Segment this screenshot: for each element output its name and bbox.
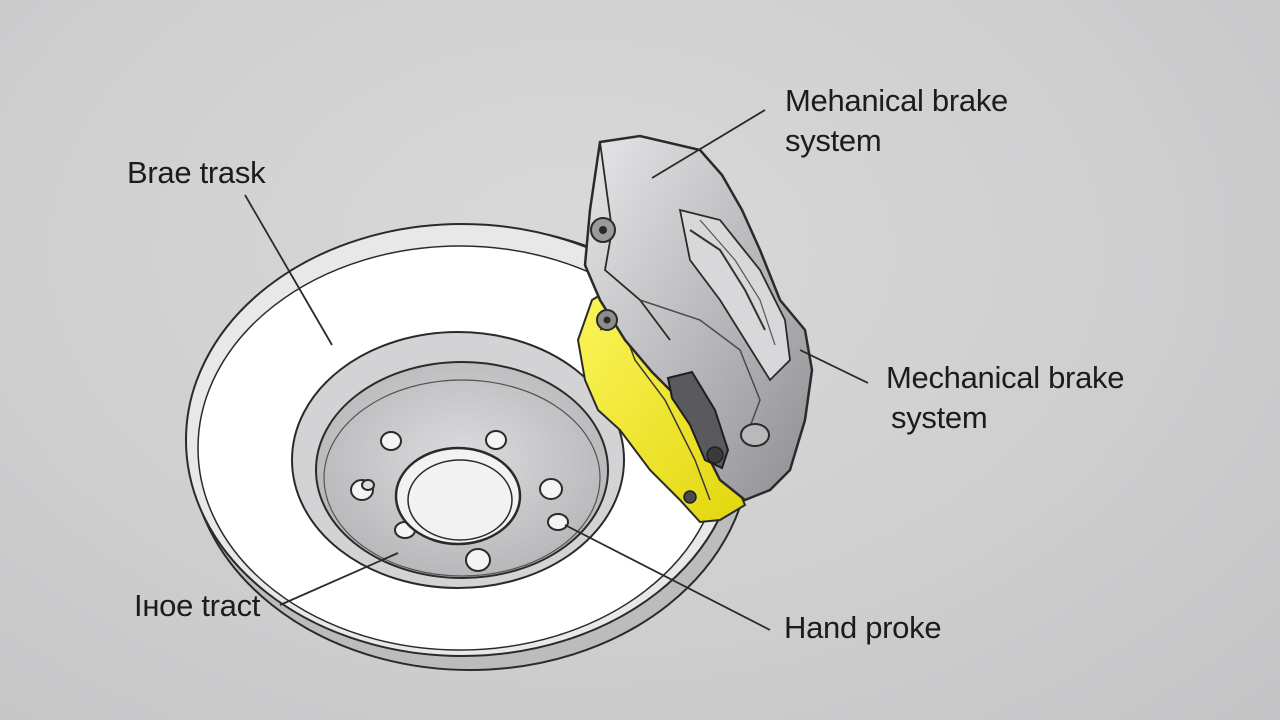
label-brake-track: Brae trask [127, 153, 266, 193]
caliper-bolt-center [599, 226, 607, 234]
leader-line-hand-brake [564, 524, 771, 631]
brake-pad [666, 370, 730, 470]
window-detail [689, 229, 766, 331]
leader-line-mid-right [799, 349, 869, 384]
lug-stud [465, 548, 491, 572]
caliper-bolt-center [603, 316, 611, 324]
leader-line-top-right [651, 109, 766, 179]
lug-stud [380, 431, 402, 451]
label-text: Hand proke [784, 610, 942, 645]
brake-caliper [576, 134, 814, 524]
label-text: Iнoe tract [134, 588, 261, 623]
brake-disc [185, 223, 751, 671]
leader-line-hoe-tract [279, 552, 399, 606]
label-hand-brake: Hand proke [784, 608, 942, 648]
lug-studs [350, 430, 569, 572]
label-line-1: Mechanical brake [886, 360, 1125, 395]
label-hoe-tract: Iнoe tract [134, 586, 260, 626]
label-line-1: Mehanical brake [785, 83, 1008, 118]
pad-pin [683, 490, 697, 504]
lug-stud [485, 430, 507, 450]
center-bore-inner [407, 459, 513, 541]
caliper-window [678, 208, 791, 382]
lug-stud [547, 513, 569, 531]
hub-step [323, 379, 601, 577]
label-mid-right-brake-system: Mechanical brake system [886, 358, 1124, 438]
pad-pin [706, 446, 724, 464]
window-detail [699, 219, 776, 346]
caliper-face-edge [599, 141, 671, 341]
label-text: Brae trask [127, 155, 266, 190]
lug-stud [361, 479, 375, 491]
label-line-2: system [785, 123, 882, 158]
center-bore [394, 446, 522, 546]
label-top-right-brake-system: Mehanical brake system [785, 81, 1008, 161]
label-line-2: system [891, 400, 988, 435]
leader-lines [244, 109, 869, 631]
lug-stud [539, 478, 563, 500]
leader-line-brake-track [244, 194, 333, 346]
caliper-bolt [740, 423, 770, 447]
caliper-facet [639, 299, 761, 441]
